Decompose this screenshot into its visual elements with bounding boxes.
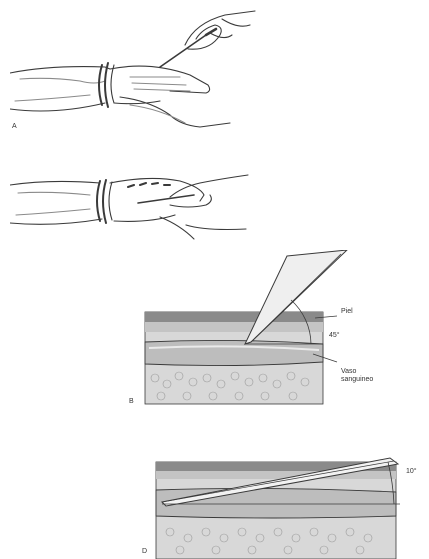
skin-section-45-deg-diagram [115,250,425,410]
arm-with-hand-drawing-a [10,5,260,135]
panel-b-cross-section: Piel 45° Vaso sanguineo B [115,250,425,410]
skin-section-10-deg-diagram [140,440,429,559]
vessel-label-line2: sanguineo [341,376,373,383]
panel-c-illustration [10,165,260,245]
panel-d-letter: D [142,548,147,555]
skin-label: Piel [341,308,353,315]
arm-with-hand-drawing-c [10,165,260,245]
panel-a-letter: A [12,123,17,130]
angle-45-label: 45° [329,332,340,339]
vessel-label-line1: Vaso [341,368,356,375]
angle-10-label: 10° [406,468,417,475]
panel-d-cross-section: 10° D [140,440,429,559]
panel-a-illustration: A [10,5,260,135]
panel-b-letter: B [129,398,134,405]
